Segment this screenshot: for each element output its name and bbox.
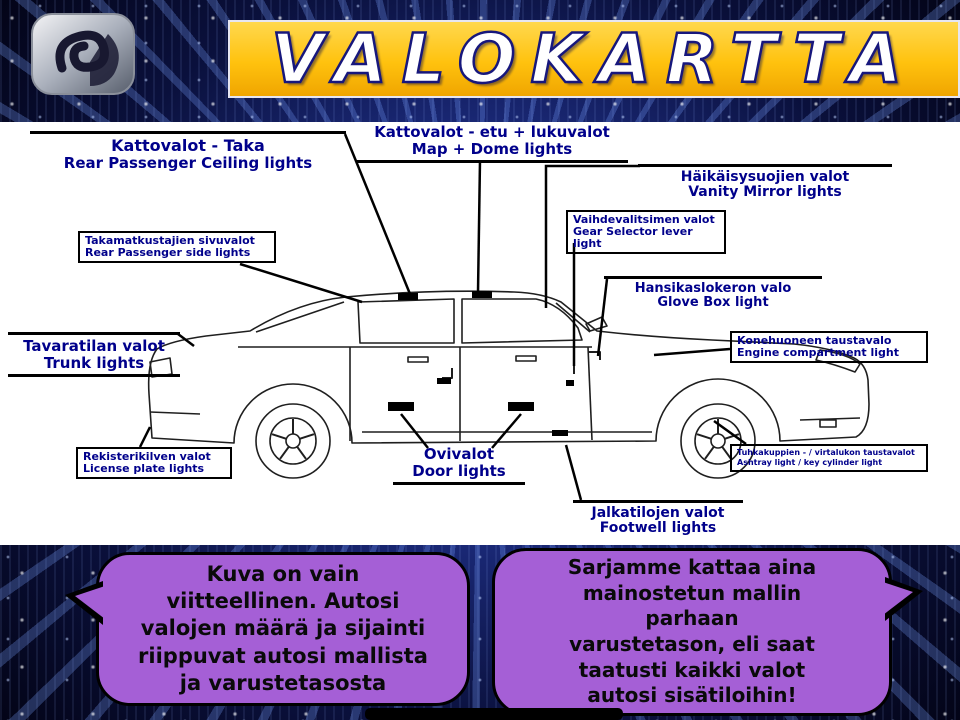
bubble-tail — [883, 582, 913, 615]
callout-en-text: Footwell lights — [599, 520, 717, 537]
callout-fi-text: Hansikaslokeron valo — [634, 281, 792, 296]
callout-en-text: Vanity Mirror lights — [688, 184, 842, 201]
title-banner: VALOKARTTA — [228, 18, 960, 100]
callout-fi-text: Rekisterikilven valot — [83, 450, 211, 463]
callout-footwell-lights: Jalkatilojen valot Footwell lights — [573, 500, 743, 537]
callout-en-text: Trunk lights — [43, 353, 145, 372]
callout-fi-text: Häikäisysuojien valot — [680, 169, 850, 185]
page-title: VALOKARTTA — [270, 18, 917, 100]
callout-en-text: Door lights — [412, 461, 506, 480]
callout-engine-compartment-light: Konehuoneen taustavalo Engine compartmen… — [730, 331, 928, 364]
callout-fi-text: Ovivalot — [423, 445, 495, 463]
promise-text: Sarjamme kattaa aina mainostetun mallin … — [567, 555, 817, 708]
callout-en-text: Glove Box light — [657, 295, 769, 311]
callout-en-text: License plate lights — [83, 462, 205, 476]
disclaimer-speech-bubble: Kuva on vain viitteellinen. Autosi valoj… — [65, 552, 470, 706]
callout-fi-text: Jalkatilojen valot — [591, 505, 725, 521]
promise-speech-bubble: Sarjamme kattaa aina mainostetun mallin … — [492, 548, 923, 716]
callout-en-text: Gear Selector lever light — [573, 225, 693, 251]
brand-swirl-logo — [30, 12, 136, 96]
callout-door-lights: Ovivalot Door lights — [393, 446, 525, 485]
callout-license-plate-lights: Rekisterikilven valot License plate ligh… — [76, 447, 232, 480]
callout-en-text: Rear Passenger side lights — [85, 246, 251, 260]
bottom-black-bar — [365, 708, 623, 720]
callout-trunk-lights: Tavaratilan valot Trunk lights — [8, 332, 180, 377]
callout-rear-side-lights: Takamatkustajien sivuvalot Rear Passenge… — [78, 231, 276, 264]
callout-en-text: Rear Passenger Ceiling lights — [63, 153, 313, 172]
callout-en-text: Map + Dome lights — [411, 139, 573, 158]
callout-vanity-mirror-lights: Häikäisysuojien valot Vanity Mirror ligh… — [638, 164, 892, 201]
callout-map-dome-lights: Kattovalot - etu + lukuvalot Map + Dome … — [356, 124, 628, 163]
callout-fi-text: Tavaratilan valot — [23, 337, 165, 355]
callout-ashtray-key-cylinder-lights: Tuhkakuppien - / virtalukon taustavalot … — [730, 444, 928, 472]
swirl-logo-icon — [31, 13, 135, 95]
callout-fi-text: Kattovalot - Taka — [111, 136, 265, 155]
callout-en-text: Ashtray light / key cylinder light — [737, 458, 883, 467]
disclaimer-text: Kuva on vain viitteellinen. Autosi valoj… — [138, 561, 428, 695]
callout-glove-box-light: Hansikaslokeron valo Glove Box light — [604, 276, 822, 311]
bubble-tail — [75, 586, 105, 619]
callout-rear-ceiling-lights: Kattovalot - Taka Rear Passenger Ceiling… — [30, 131, 346, 171]
callout-fi-text: Kattovalot - etu + lukuvalot — [374, 123, 610, 141]
callout-fi-text: Takamatkustajien sivuvalot — [85, 234, 255, 247]
callout-en-text: Engine compartment light — [737, 346, 899, 360]
callout-gear-selector-light: Vaihdevalitsimen valot Gear Selector lev… — [566, 210, 726, 255]
callout-fi-text: Tuhkakuppien - / virtalukon taustavalot — [737, 448, 915, 457]
